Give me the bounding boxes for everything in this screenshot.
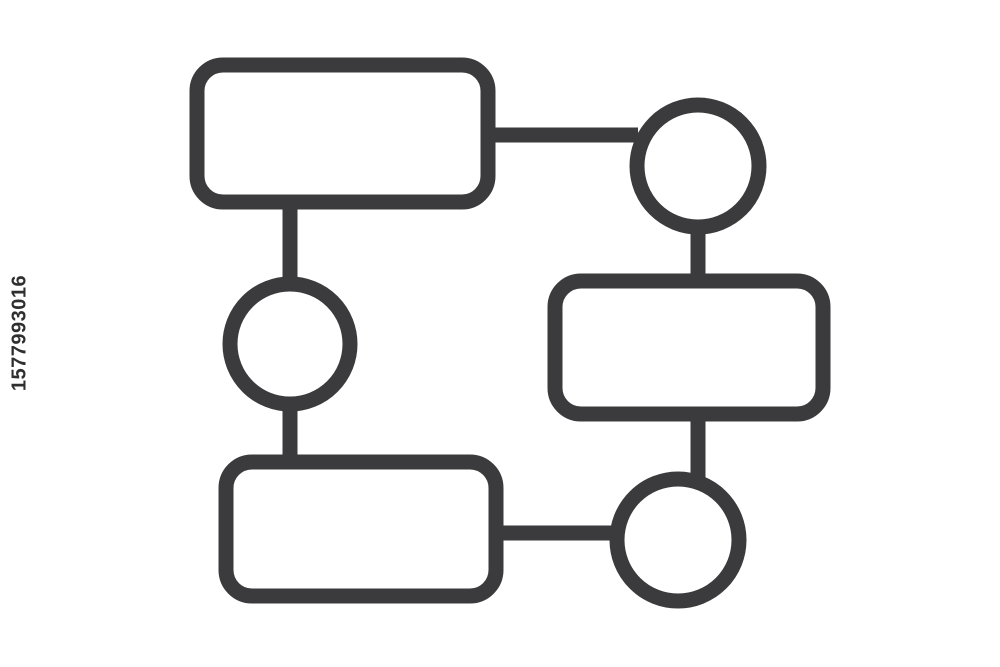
node-circle-top-right	[629, 97, 767, 235]
stock-id-strip: 1577993016	[0, 0, 40, 667]
node-rect-top-left	[189, 57, 496, 210]
stock-image-id: 1577993016	[8, 274, 31, 392]
node-rect-mid-right	[547, 273, 831, 422]
node-circle-mid-left	[222, 276, 358, 412]
nodes	[189, 57, 831, 609]
node-rect-bottom-left	[218, 454, 504, 604]
node-circle-bottom-right	[609, 471, 747, 609]
connector-lines	[282, 127, 706, 541]
